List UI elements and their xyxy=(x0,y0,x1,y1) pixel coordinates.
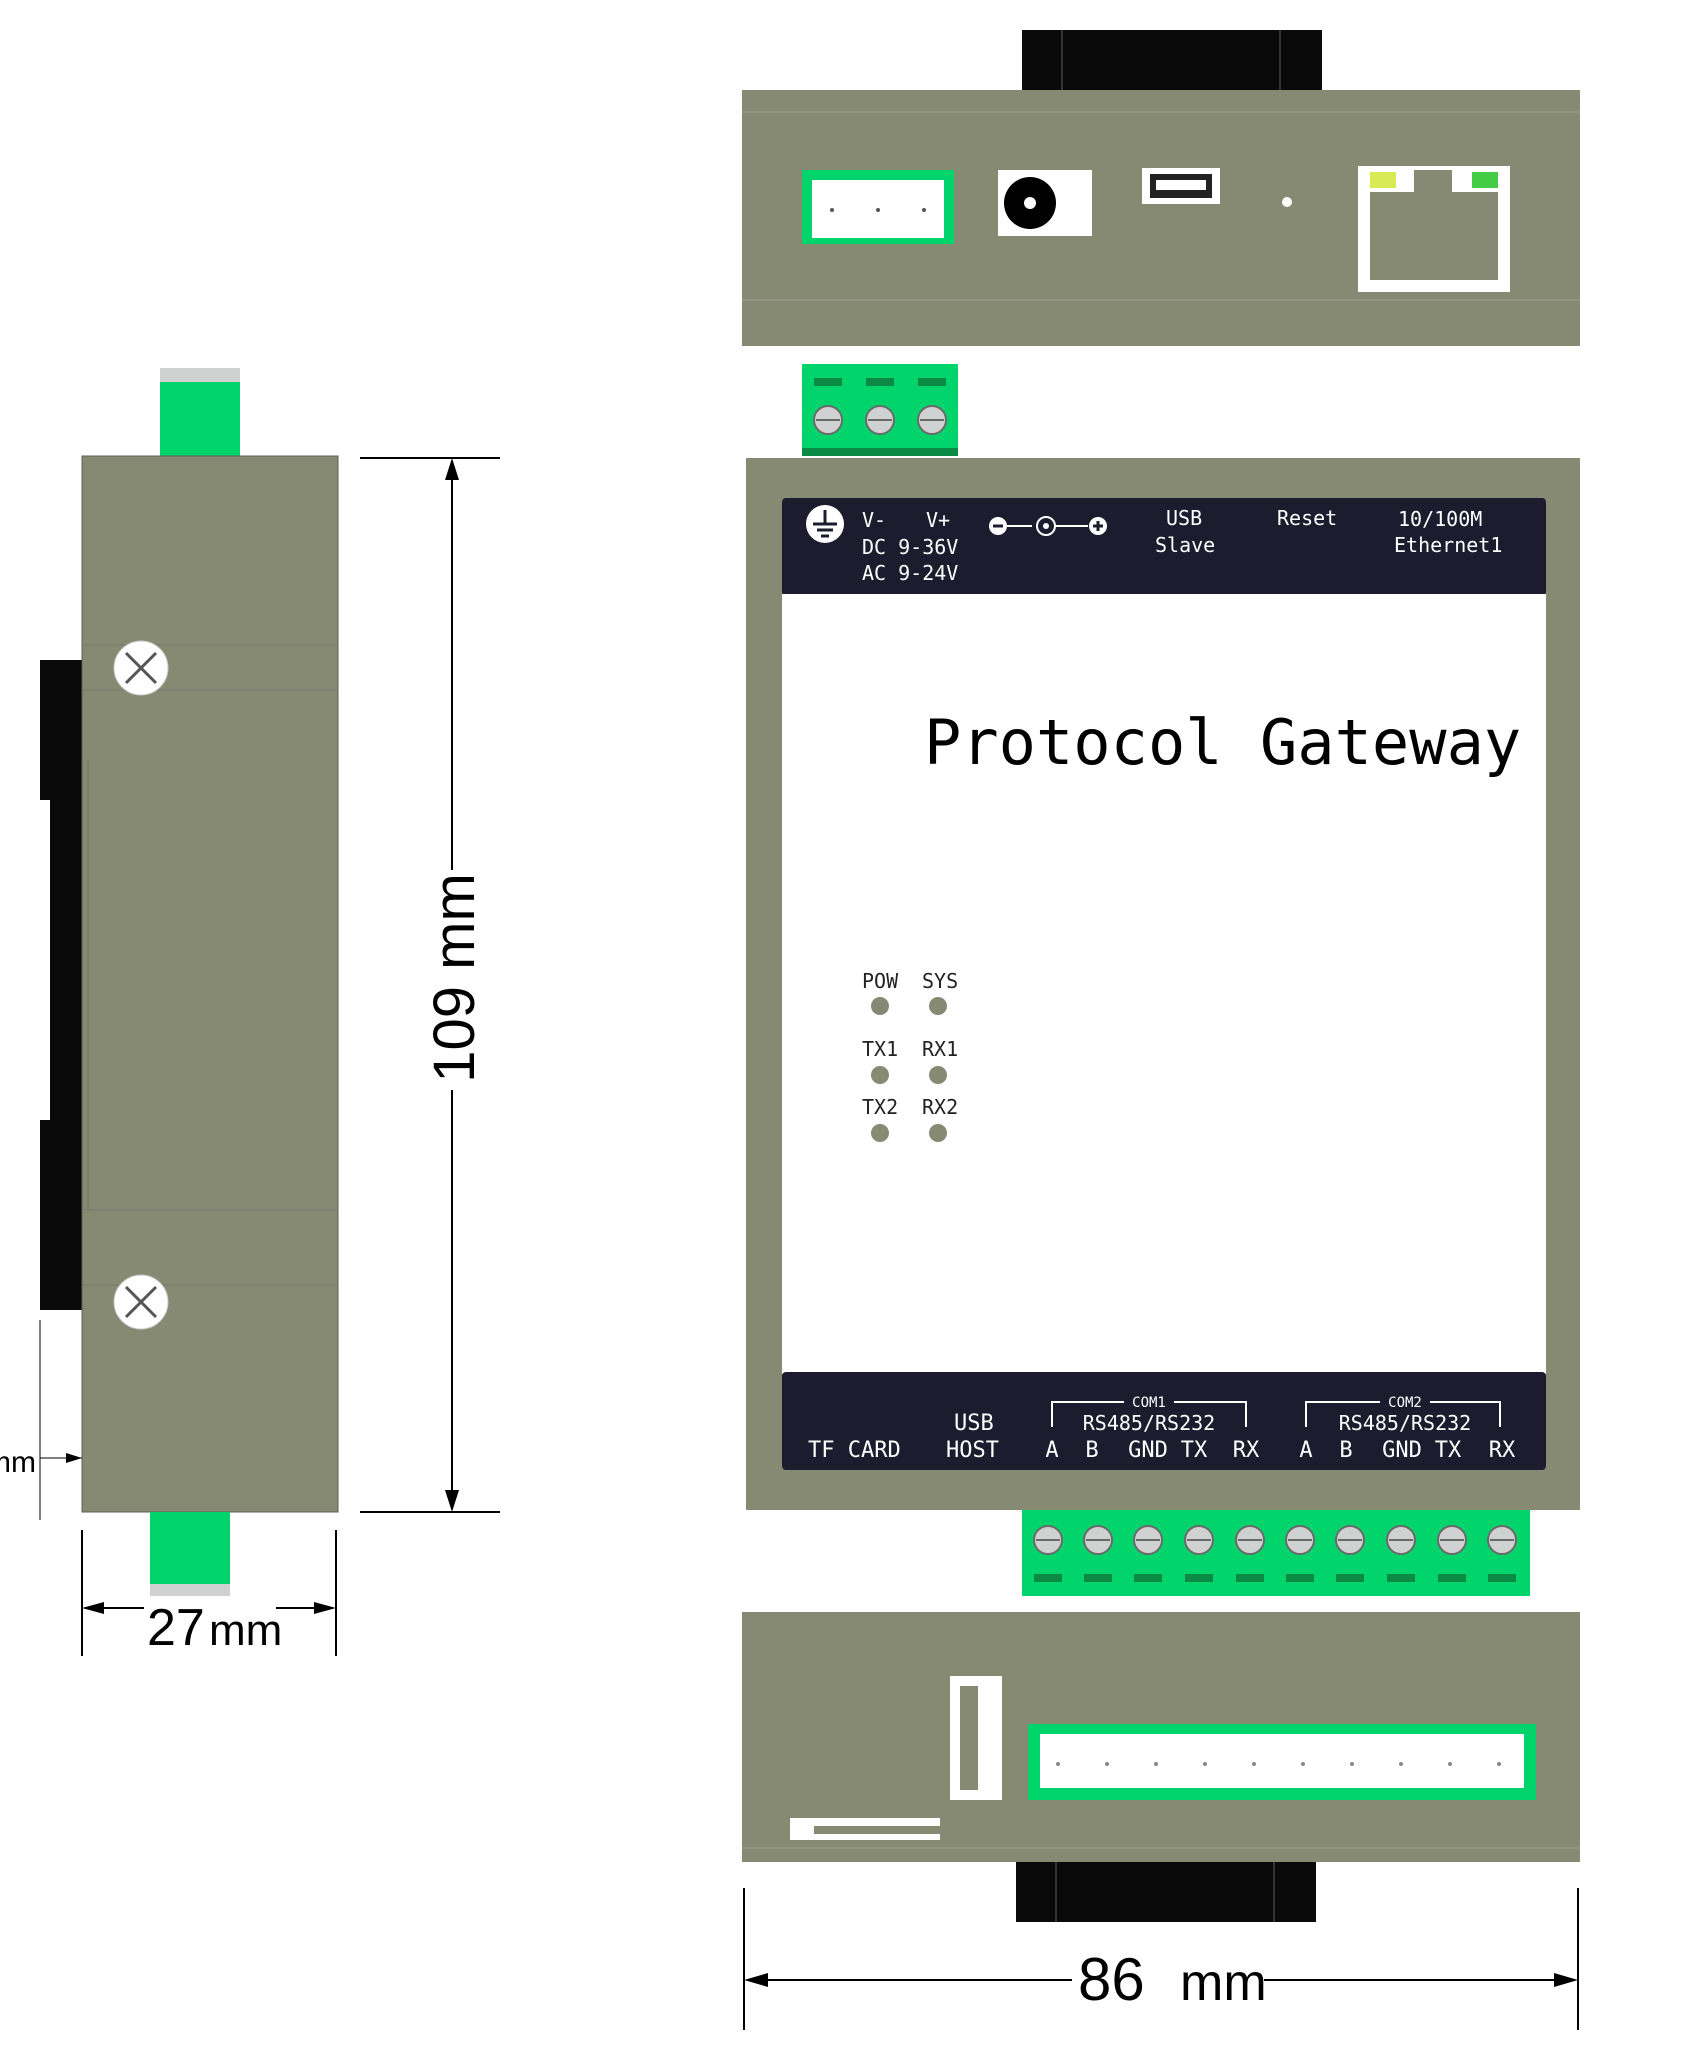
dc-polarity-icon xyxy=(989,516,1107,536)
reset-pinhole xyxy=(1282,197,1292,207)
led-label-rx2: RX2 xyxy=(922,1095,958,1119)
led-rx1 xyxy=(929,1066,947,1084)
led-label-pow: POW xyxy=(862,969,899,993)
power-v-plus-label: V+ xyxy=(926,508,950,532)
power-dc-label: DC 9-36V xyxy=(862,535,958,559)
front-view: V- V+ DC 9-36V AC 9-24V USB Slave Reset … xyxy=(746,364,1580,1596)
height-label: 109 mm xyxy=(422,873,487,1083)
com1-pin-rx: RX xyxy=(1233,1438,1260,1463)
com-terminal-socket xyxy=(1028,1724,1536,1800)
width-number: 86 xyxy=(1078,1946,1145,2013)
com2-pin-rx: RX xyxy=(1489,1438,1516,1463)
com2-title: COM2 xyxy=(1388,1395,1422,1411)
front-top-terminal xyxy=(802,364,958,456)
com2-pin-tx: TX xyxy=(1435,1438,1462,1463)
bottom-label-panel xyxy=(782,1372,1546,1470)
height-dimension: 109 mm xyxy=(360,457,500,1513)
com1-bracket: COM1 RS485/RS232 xyxy=(1051,1395,1247,1435)
usb-slave-label-2: Slave xyxy=(1155,533,1215,557)
top-din-clip xyxy=(1022,30,1322,92)
usb-host-label-2: HOST xyxy=(946,1438,999,1463)
width-dimension: 86 mm xyxy=(743,1888,1579,2030)
com1-pin-tx: TX xyxy=(1181,1438,1208,1463)
side-view xyxy=(38,368,339,1596)
rail-offset-dimension: mm xyxy=(0,1320,82,1520)
usb-host-label-1: USB xyxy=(954,1411,994,1436)
led-label-tx1: TX1 xyxy=(862,1037,898,1061)
com2-pin-gnd: GND xyxy=(1382,1438,1422,1463)
led-label-sys: SYS xyxy=(922,969,958,993)
usb-slave-label-1: USB xyxy=(1166,506,1202,530)
ethernet-label-1: 10/100M xyxy=(1398,507,1482,531)
led-sys xyxy=(929,997,947,1015)
power-terminal-socket xyxy=(802,170,954,244)
terminal-screws xyxy=(1033,1525,1517,1555)
tf-card-label: TF CARD xyxy=(808,1438,901,1463)
side-bottom-terminal xyxy=(150,1512,230,1594)
depth-number: 27 xyxy=(147,1599,205,1657)
depth-dimension: 27 mm xyxy=(81,1530,337,1657)
com2-pin-a: A xyxy=(1299,1438,1312,1463)
ethernet-label-2: Ethernet1 xyxy=(1394,533,1502,557)
com1-title: COM1 xyxy=(1132,1395,1166,1411)
com2-sub: RS485/RS232 xyxy=(1339,1411,1471,1435)
reset-label: Reset xyxy=(1277,506,1337,530)
rail-offset-label: mm xyxy=(0,1446,36,1479)
ground-icon xyxy=(806,505,844,543)
power-v-minus-label: V- xyxy=(862,508,886,532)
side-top-terminal xyxy=(160,368,240,456)
ethernet-port xyxy=(1358,166,1510,292)
com2-bracket: COM2 RS485/RS232 xyxy=(1305,1395,1501,1435)
led-rx2 xyxy=(929,1124,947,1142)
depth-unit: mm xyxy=(209,1606,282,1655)
com1-pin-b: B xyxy=(1085,1438,1098,1463)
screw-icon xyxy=(113,640,169,696)
usb-host-port xyxy=(950,1676,1002,1800)
com2-pin-b: B xyxy=(1339,1438,1352,1463)
power-ac-label: AC 9-24V xyxy=(862,561,958,585)
led-label-tx2: TX2 xyxy=(862,1095,898,1119)
led-label-rx1: RX1 xyxy=(922,1037,958,1061)
dc-jack xyxy=(998,170,1092,236)
bottom-din-clip xyxy=(1016,1862,1316,1922)
usb-slave-port xyxy=(1142,168,1220,204)
led-tx2 xyxy=(871,1124,889,1142)
screw-icon xyxy=(113,1274,169,1330)
com1-pin-a: A xyxy=(1045,1438,1058,1463)
led-tx1 xyxy=(871,1066,889,1084)
side-housing xyxy=(81,455,339,1513)
com1-pin-gnd: GND xyxy=(1128,1438,1168,1463)
top-label-panel xyxy=(782,498,1546,596)
com1-sub: RS485/RS232 xyxy=(1083,1411,1215,1435)
bottom-view xyxy=(742,1612,1580,1922)
device-title: Protocol Gateway xyxy=(924,706,1521,779)
led-pow xyxy=(871,997,889,1015)
front-bottom-terminal xyxy=(1022,1510,1530,1596)
width-unit: mm xyxy=(1180,1954,1267,2012)
led-group: POW SYS TX1 RX1 TX2 RX2 xyxy=(862,969,958,1142)
front-face xyxy=(782,594,1546,1374)
top-view xyxy=(742,30,1580,346)
